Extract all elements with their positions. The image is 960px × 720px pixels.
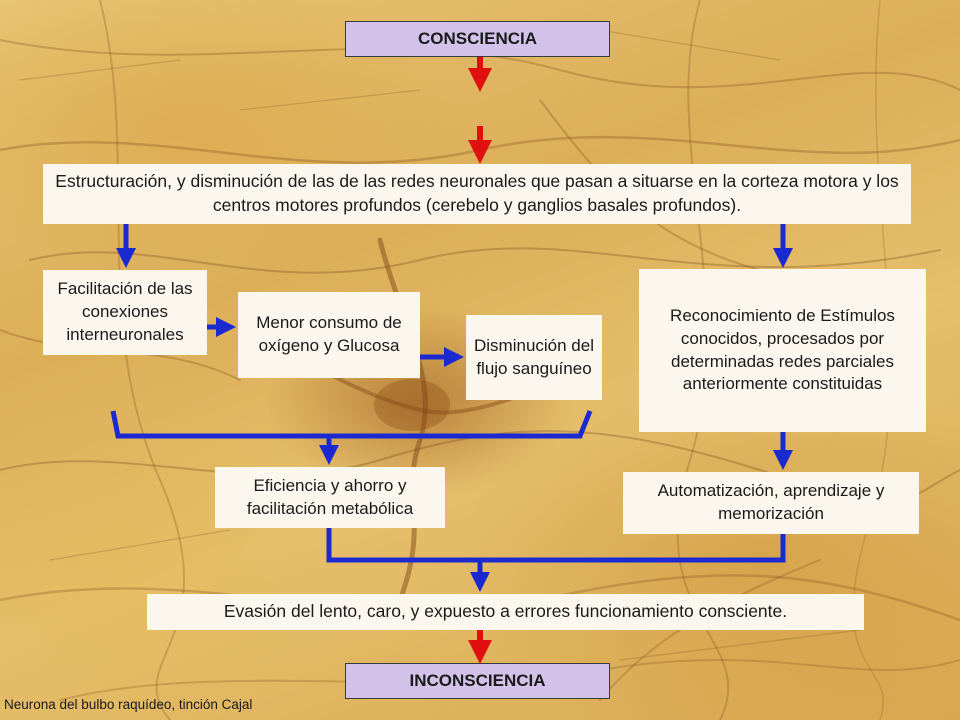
automation-learning-box: Automatización, aprendizaje y memorizaci… [623,472,919,534]
oxygen-glucose-consumption-box: Menor consumo de oxígeno y Glucosa [238,292,420,378]
cropped-slide-title: ▀▀ ▀▀▀▀▀▀▀▀ ▀ ▀▀▀▀▀▀▀▀▀▀▀▀▀ [150,0,810,6]
network-restructuring-box: Estructuración, y disminución de las de … [43,164,911,224]
image-caption: Neurona del bulbo raquídeo, tinción Caja… [4,697,253,712]
inconsciencia-node: INCONSCIENCIA [345,663,610,699]
metabolic-efficiency-box: Eficiencia y ahorro y facilitación metab… [215,467,445,528]
stimulus-recognition-box: Reconocimiento de Estímulos conocidos, p… [639,269,926,432]
blood-flow-reduction-box: Disminución del flujo sanguíneo [466,315,602,400]
evasion-box: Evasión del lento, caro, y expuesto a er… [147,594,864,630]
interneuronal-facilitation-box: Facilitación de las conexiones interneur… [43,270,207,355]
consciencia-node: CONSCIENCIA [345,21,610,57]
